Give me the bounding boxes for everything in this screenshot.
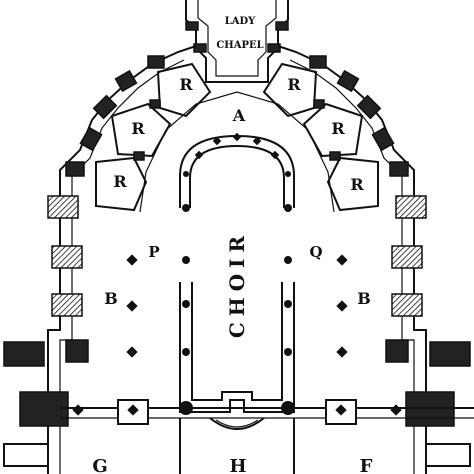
apse-outer-wall (59, 45, 415, 204)
label-aisle-right: B (357, 289, 371, 308)
ambulatory-boundary (139, 91, 335, 213)
label-radiating-chapel-2: R (287, 75, 301, 94)
label-radiating-chapel-3: R (131, 119, 145, 138)
piers (72, 132, 402, 416)
label-radiating-chapel-1: R (179, 75, 193, 94)
crossing-walls (60, 399, 474, 474)
label-radiating-chapel-5: R (113, 172, 127, 191)
label-lady-chapel-line1: LADY (225, 16, 256, 27)
label-crossing: H (229, 456, 246, 474)
label-radiating-chapel-6: R (350, 175, 364, 194)
label-choir: CHOIR (225, 230, 249, 338)
side-aisle-walls (3, 195, 471, 474)
label-ambulatory: A (232, 106, 246, 125)
label-aisle-left: B (104, 289, 118, 308)
label-pier-p: P (148, 243, 159, 261)
label-radiating-chapel-4: R (331, 119, 345, 138)
radiating-chapels (95, 62, 379, 212)
label-lady-chapel-line2: CHAPEL (216, 40, 263, 51)
lady-chapel-walls (185, 0, 289, 83)
label-transept-right: F (360, 456, 373, 474)
label-pier-q: Q (309, 243, 322, 261)
label-transept-left: G (92, 456, 107, 474)
